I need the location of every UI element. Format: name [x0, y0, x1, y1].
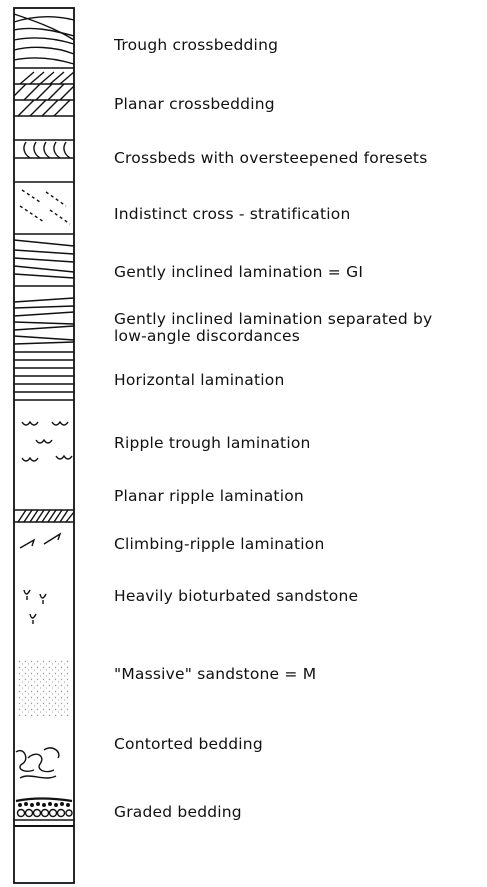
label-ripple-trough-lamination: Ripple trough lamination — [114, 434, 311, 452]
label-indistinct-cross-stratification: Indistinct cross - stratification — [114, 205, 350, 223]
contorted-bedding-symbol — [16, 748, 59, 778]
trough-crossbedding-symbol — [14, 14, 74, 68]
label-trough-crossbedding: Trough crossbedding — [114, 36, 278, 54]
label-gently-inclined-discordances: Gently inclined lamination separated by — [114, 310, 432, 328]
label-gently-inclined-lamination: Gently inclined lamination = GI — [114, 263, 363, 281]
graded-bedding-symbol — [14, 799, 74, 827]
bioturbated-sandstone-symbol — [24, 590, 46, 624]
indistinct-cross-stratification-symbol — [14, 182, 74, 234]
label-gently-inclined-discordances-line2: low-angle discordances — [114, 328, 300, 345]
gently-inclined-discordances-symbol — [14, 298, 74, 352]
label-climbing-ripple-lamination: Climbing-ripple lamination — [114, 535, 324, 553]
label-graded-bedding: Graded bedding — [114, 803, 242, 821]
massive-sandstone-symbol — [18, 660, 70, 716]
label-massive-sandstone: "Massive" sandstone = M — [114, 665, 316, 683]
oversteepened-crossbeds-symbol — [14, 140, 74, 158]
label-contorted-bedding: Contorted bedding — [114, 735, 263, 753]
planar-ripple-lamination-symbol — [14, 510, 74, 522]
label-horizontal-lamination: Horizontal lamination — [114, 371, 285, 389]
label-oversteepened-crossbeds: Crossbeds with oversteepened foresets — [114, 149, 427, 167]
label-planar-ripple-lamination: Planar ripple lamination — [114, 487, 304, 505]
gently-inclined-lamination-symbol — [14, 240, 74, 286]
climbing-ripple-lamination-symbol — [20, 534, 60, 548]
ripple-trough-lamination-symbol — [22, 422, 72, 461]
planar-crossbedding-symbol — [14, 72, 74, 116]
label-planar-crossbedding: Planar crossbedding — [114, 95, 275, 113]
label-bioturbated-sandstone: Heavily bioturbated sandstone — [114, 587, 358, 605]
horizontal-lamination-symbol — [14, 360, 74, 400]
